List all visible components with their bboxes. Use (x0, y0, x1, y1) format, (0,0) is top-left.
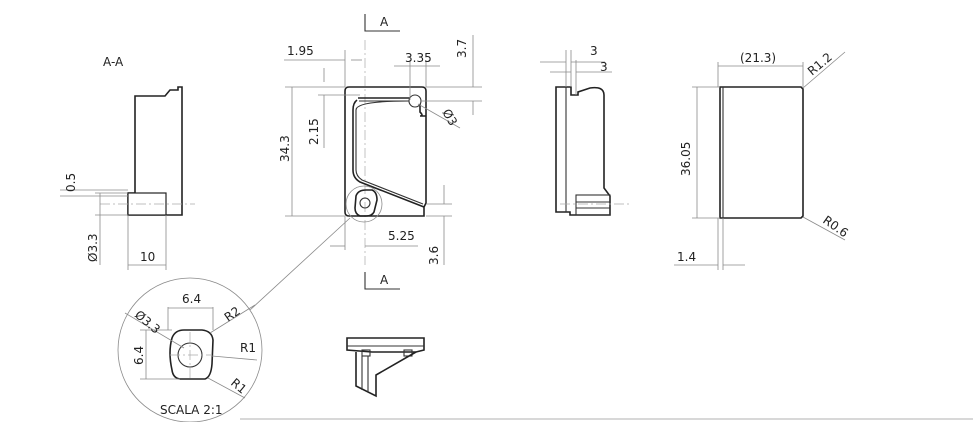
dim-section-thickness: 0.5 (64, 173, 78, 192)
right-view: (21.3) R1.2 36.05 R0.6 1.4 (674, 50, 851, 270)
dim-section-hole-dia: Ø3.3 (86, 233, 100, 262)
dim-left-offset: 1.95 (287, 44, 314, 58)
dim-detail-height: 6.4 (132, 346, 146, 365)
dim-radius-top: R1.2 (805, 50, 835, 78)
bottom-view (346, 337, 425, 398)
detail-profile (169, 329, 214, 380)
detail-view: 6.4 6.4 Ø3.3 R2 R1 R1 SCALA 2:1 (117, 277, 263, 422)
dim-side-bottom: 3 (600, 60, 608, 74)
dim-height-right: 36.05 (679, 142, 693, 176)
front-view: A A 1.95 3.35 3.7 Ø3 34.3 2 (249, 14, 482, 311)
dim-hole-offset: 3.35 (405, 51, 432, 65)
dim-detail-hole-dia: Ø3.3 (132, 308, 163, 337)
dim-detail-r-mid: R1 (240, 341, 256, 355)
dim-pin-dia: Ø3 (439, 107, 460, 129)
dim-top-gap: 3.7 (455, 39, 469, 58)
dim-center-offset: 5.25 (388, 229, 415, 243)
dim-inner-top: 2.15 (307, 118, 321, 145)
section-view-a-a: A-A 0.5 Ø3.3 10 (60, 55, 195, 270)
dim-height: 34.3 (278, 135, 292, 162)
front-outline (344, 86, 427, 217)
detail-circle (117, 277, 263, 422)
dim-radius-bottom: R0.6 (820, 213, 850, 240)
dim-detail-r-bottom: R1 (228, 376, 249, 397)
side-outline (555, 86, 611, 216)
dim-bottom-gap: 3.6 (427, 246, 441, 265)
dim-detail-width: 6.4 (182, 292, 201, 306)
pin-circle (408, 94, 422, 108)
section-title: A-A (103, 55, 124, 69)
detail-scale-label: SCALA 2:1 (160, 403, 223, 417)
side-view: 3 3 (540, 44, 630, 216)
dim-detail-r-top: R2 (222, 304, 243, 325)
dim-side-top: 3 (590, 44, 598, 58)
right-outline (719, 86, 804, 219)
dim-width: (21.3) (740, 51, 776, 65)
section-marker-bottom: A (380, 273, 389, 287)
section-marker-top: A (380, 15, 389, 29)
dim-thickness-right: 1.4 (677, 250, 696, 264)
dim-section-length: 10 (140, 250, 155, 264)
